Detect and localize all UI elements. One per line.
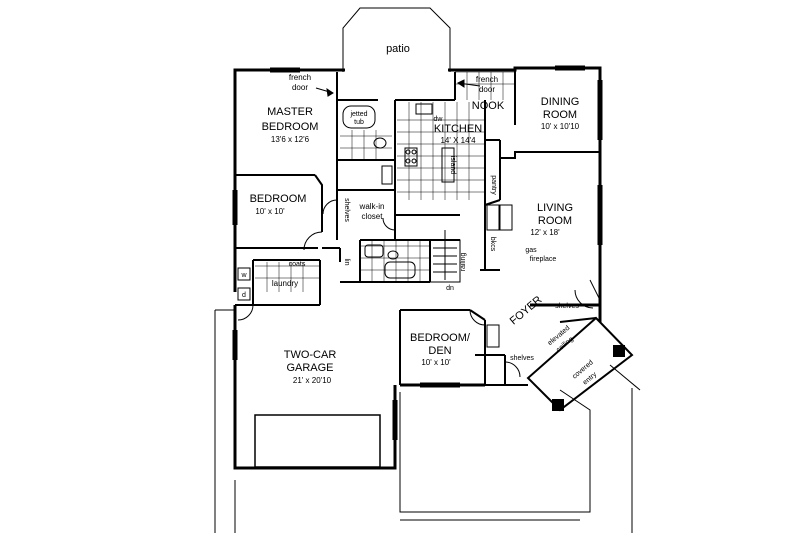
dining-room-label-2: ROOM (543, 109, 577, 121)
linen-label: lin (343, 258, 350, 265)
master-bedroom-dims: 13'6 x 12'6 (271, 135, 310, 144)
garage-dims: 21' x 20'10 (293, 376, 332, 385)
french-door-left-label-2: door (292, 83, 308, 92)
garage-door (254, 414, 381, 468)
windows (232, 65, 603, 440)
patio-label: patio (386, 43, 410, 55)
dishwasher-label: dw (434, 116, 444, 123)
coats-label: coats (289, 261, 306, 268)
nook-label: NOOK (472, 100, 505, 112)
living-room-label-1: LIVING (537, 202, 573, 214)
railing-label: railing (460, 253, 467, 272)
french-door-left-label-1: french (289, 73, 311, 82)
laundry-label: laundry (272, 279, 298, 288)
driveway-lines (214, 309, 641, 533)
gas-fireplace-label-1: gas (525, 247, 537, 254)
living-room-label-2: ROOM (538, 215, 572, 227)
gas-fireplace-label-2: fireplace (530, 256, 557, 263)
french-door-right-label-2: door (479, 85, 495, 94)
shelves-den-label: shelves (510, 355, 534, 362)
stairs (430, 230, 461, 283)
jetted-tub-label-1: jetted (349, 111, 367, 118)
shelves-closet-label: shelves (343, 198, 350, 222)
shelves-living-label: shelves (555, 303, 579, 310)
covered-entry (526, 316, 634, 412)
den-dims: 10' x 10' (421, 358, 451, 367)
fixtures (237, 103, 513, 348)
bookcases-label: bkcs (489, 237, 496, 252)
master-bedroom-label-2: BEDROOM (262, 121, 319, 133)
kitchen-label: KITCHEN (434, 123, 482, 135)
bedroom-dims: 10' x 10' (255, 207, 285, 216)
kitchen-dims: 14' X 14'4 (440, 136, 476, 145)
down-label: dn (446, 285, 454, 292)
patio-outline (342, 7, 451, 72)
bath-tile-floor (255, 130, 430, 292)
jetted-tub-label-2: tub (354, 119, 364, 126)
den-label-2: DEN (428, 345, 451, 357)
washer-label: w (240, 272, 247, 279)
pantry-label: pantry (490, 175, 497, 195)
walk-in-closet-label-2: closet (362, 212, 384, 221)
garage-label-2: GARAGE (286, 362, 333, 374)
den-label-1: BEDROOM/ (410, 332, 471, 344)
french-door-arrows (315, 79, 481, 97)
island-label: island (449, 156, 456, 174)
dining-room-dims: 10' x 10'10 (541, 122, 580, 131)
master-bedroom-label-1: MASTER (267, 106, 313, 118)
bedroom-label: BEDROOM (250, 193, 307, 205)
dining-room-label-1: DINING (541, 96, 580, 108)
living-room-dims: 12' x 18' (530, 228, 560, 237)
dryer-label: d (242, 292, 246, 299)
garage-label-1: TWO-CAR (284, 349, 337, 361)
foyer-label: FOYER (508, 294, 545, 328)
walk-in-closet-label-1: walk-in (359, 202, 385, 211)
door-swings (237, 199, 601, 378)
french-door-right-label-1: french (476, 75, 498, 84)
